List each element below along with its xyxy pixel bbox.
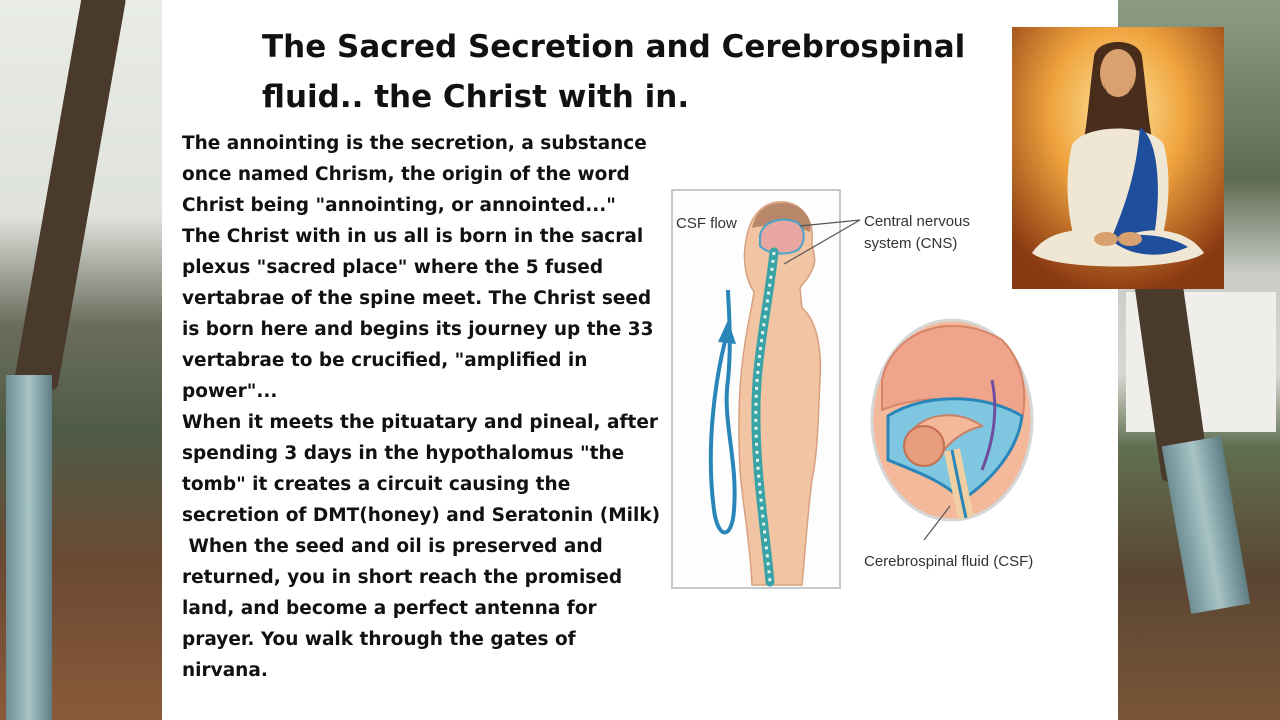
cns-pointer	[783, 219, 861, 265]
csf-flow-path	[708, 289, 737, 535]
slide-title: The Sacred Secretion and Cerebrospinal f…	[262, 29, 966, 115]
csf-pointer	[923, 505, 951, 541]
cns-label-line2: system (CNS)	[864, 235, 957, 252]
csf-label: Cerebrospinal fluid (CSF)	[864, 553, 1033, 570]
paragraph: The annointing is the secretion, a subst…	[182, 133, 647, 216]
cns-pointer	[799, 219, 861, 227]
tree-guard	[6, 375, 52, 720]
brain-cross-section	[870, 318, 1034, 522]
brain-small	[759, 218, 805, 255]
vertebrae	[754, 251, 776, 583]
csf-flow-label: CSF flow	[676, 215, 737, 232]
meditating-figure-painting	[1012, 27, 1224, 289]
cns-label-line1: Central nervous	[864, 213, 970, 230]
tree-guard	[1161, 436, 1251, 614]
paragraph: The Christ with in us all is born in the…	[182, 226, 654, 402]
csf-diagram-figure: CSF flow Central nervous system (CNS) Ce…	[671, 189, 1034, 589]
csf-flow-arrowhead	[718, 320, 736, 344]
painting-image	[1012, 27, 1224, 289]
paragraph: When the seed and oil is preserved and r…	[182, 536, 629, 681]
slide: The Sacred Secretion and Cerebrospinal f…	[162, 0, 1118, 720]
slide-body: The annointing is the secretion, a subst…	[182, 128, 662, 686]
csf-diagram: CSF flow Central nervous system (CNS) Ce…	[662, 180, 1062, 600]
background-photo-left	[0, 0, 162, 720]
tree-trunk	[13, 0, 127, 391]
paragraph: When it meets the pituatary and pineal, …	[182, 412, 661, 526]
